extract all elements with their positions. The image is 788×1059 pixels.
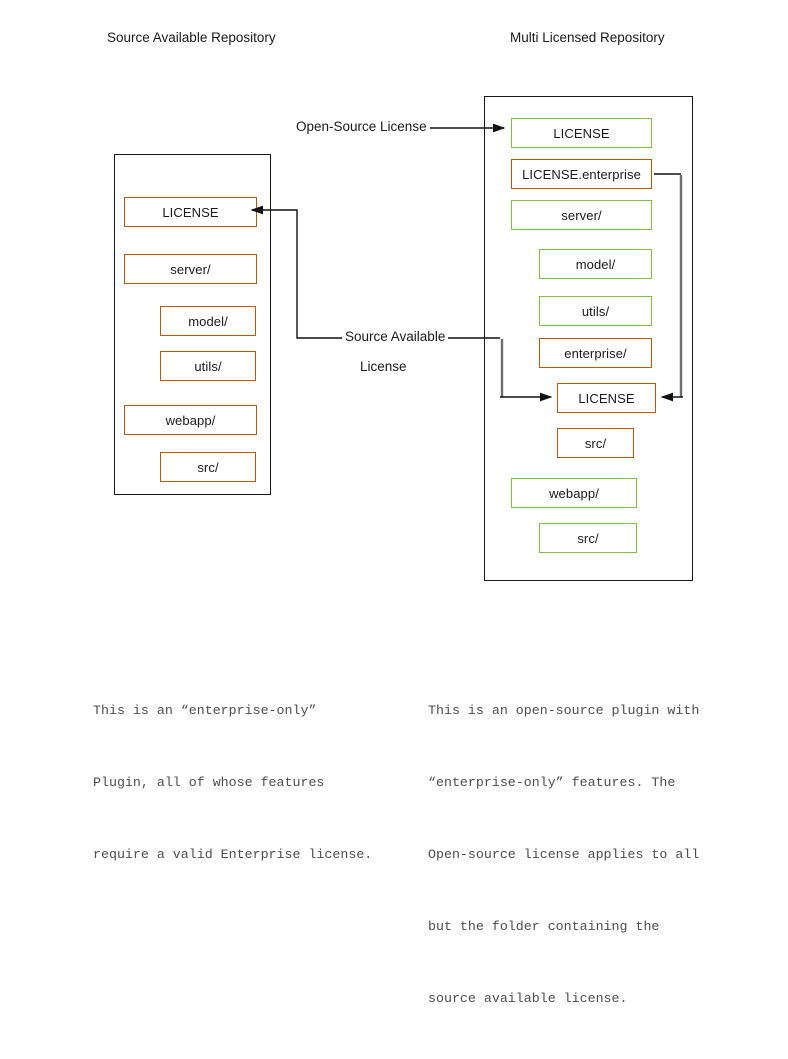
node-label: server/ bbox=[561, 207, 602, 223]
right-panel-title: Multi Licensed Repository bbox=[510, 30, 665, 45]
node-label: LICENSE.enterprise bbox=[522, 166, 641, 182]
node-label: webapp/ bbox=[549, 485, 599, 501]
left-node-src[interactable]: src/ bbox=[160, 452, 256, 482]
node-label: LICENSE bbox=[162, 204, 219, 220]
node-label: src/ bbox=[577, 530, 599, 546]
right-node-license-enterprise-folder[interactable]: LICENSE bbox=[557, 383, 656, 413]
edge-label-source-available-line1: Source Available bbox=[342, 329, 449, 344]
left-panel-title: Source Available Repository bbox=[107, 30, 276, 45]
right-node-license-enterprise[interactable]: LICENSE.enterprise bbox=[511, 159, 652, 189]
right-caption-line-2: “enterprise-only” features. The bbox=[428, 775, 676, 790]
left-node-webapp[interactable]: webapp/ bbox=[124, 405, 257, 435]
node-label: webapp/ bbox=[165, 412, 216, 428]
right-node-server[interactable]: server/ bbox=[511, 200, 652, 230]
right-node-src-enterprise[interactable]: src/ bbox=[557, 428, 634, 458]
node-label: server/ bbox=[170, 261, 211, 277]
right-node-src-webapp[interactable]: src/ bbox=[539, 523, 637, 553]
right-caption: This is an open-source plugin with “ente… bbox=[428, 651, 699, 1059]
right-node-enterprise[interactable]: enterprise/ bbox=[539, 338, 652, 368]
node-label: src/ bbox=[197, 459, 219, 475]
node-label: enterprise/ bbox=[564, 345, 627, 361]
node-label: utils/ bbox=[581, 303, 610, 319]
node-label: model/ bbox=[575, 256, 616, 272]
node-label: LICENSE bbox=[553, 125, 610, 141]
node-label: model/ bbox=[188, 313, 228, 329]
node-label: utils/ bbox=[194, 358, 222, 374]
right-caption-line-3: Open-source license applies to all bbox=[428, 847, 700, 862]
right-node-license-root[interactable]: LICENSE bbox=[511, 118, 652, 148]
left-node-license[interactable]: LICENSE bbox=[124, 197, 257, 227]
left-node-model[interactable]: model/ bbox=[160, 306, 256, 336]
right-caption-line-4: but the folder containing the bbox=[428, 919, 660, 934]
right-node-model[interactable]: model/ bbox=[539, 249, 652, 279]
right-node-webapp[interactable]: webapp/ bbox=[511, 478, 637, 508]
left-caption-line-2: Plugin, all of whose features bbox=[93, 775, 325, 790]
diagram-canvas: Source Available Repository Multi Licens… bbox=[93, 30, 699, 1006]
left-node-utils[interactable]: utils/ bbox=[160, 351, 256, 381]
node-label: LICENSE bbox=[578, 390, 635, 406]
right-caption-line-5: source available license. bbox=[428, 991, 628, 1006]
left-caption-line-1: This is an “enterprise-only” bbox=[93, 703, 317, 718]
left-caption: This is an “enterprise-only” Plugin, all… bbox=[93, 651, 372, 915]
edge-source-available-license-to-left bbox=[250, 205, 500, 339]
right-caption-line-1: This is an open-source plugin with bbox=[428, 703, 700, 718]
left-caption-line-3: require a valid Enterprise license. bbox=[93, 847, 373, 862]
left-node-server[interactable]: server/ bbox=[124, 254, 257, 284]
right-node-utils[interactable]: utils/ bbox=[539, 296, 652, 326]
node-label: src/ bbox=[584, 435, 607, 451]
edge-label-open-source-license: Open-Source License bbox=[293, 119, 430, 134]
edge-label-source-available-line2: License bbox=[357, 359, 410, 374]
